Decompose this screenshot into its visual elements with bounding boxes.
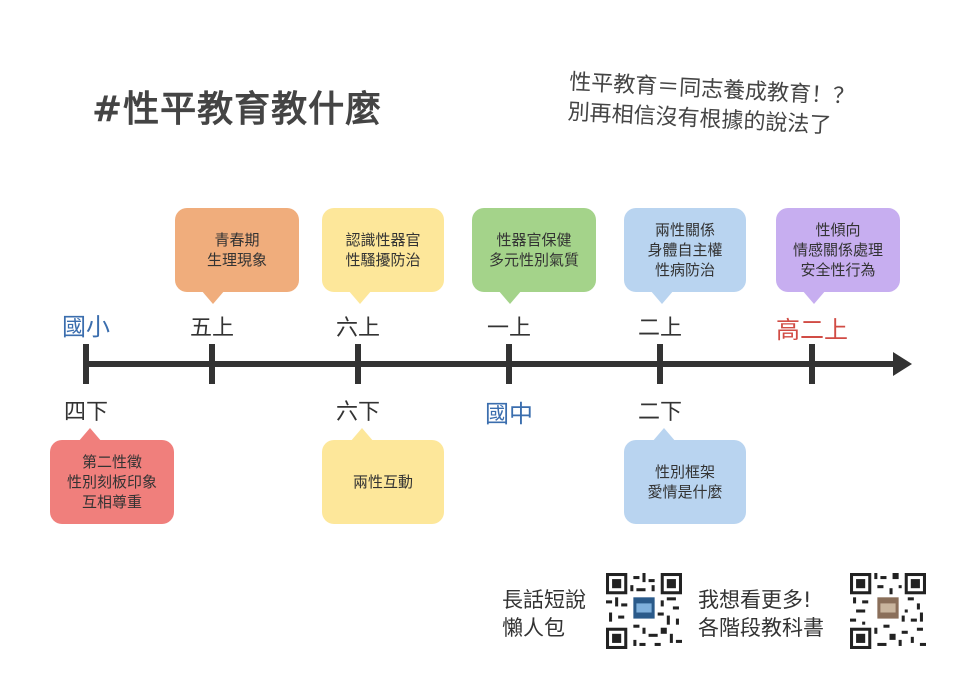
topic-line: 互相尊重 bbox=[81, 493, 142, 511]
summary-line-2: 懶人包 bbox=[502, 616, 565, 640]
summary-link-text: 長話短說 懶人包 bbox=[502, 586, 586, 642]
topic-bubble-7-up: 性器官保健 多元性別氣質 bbox=[472, 208, 596, 304]
summary-qr-code[interactable] bbox=[606, 573, 682, 649]
topic-line: 兩性互動 bbox=[352, 473, 413, 491]
topic-line: 多元性別氣質 bbox=[488, 251, 579, 269]
topic-line: 第二性徵 bbox=[81, 453, 142, 471]
stage-label-8-up: 二上 bbox=[637, 316, 682, 341]
axis-ticks bbox=[83, 344, 815, 384]
stage-label-4-down: 四下 bbox=[63, 400, 108, 425]
topic-line: 兩性關係 bbox=[654, 221, 715, 239]
stage-label-elementary: 國小 bbox=[62, 313, 110, 341]
stage-label-11-up: 高二上 bbox=[776, 316, 848, 344]
topic-line: 生理現象 bbox=[206, 251, 267, 269]
topic-bubble-4-down: 第二性徵 性別刻板印象 互相尊重 bbox=[50, 428, 174, 524]
topic-line: 青春期 bbox=[214, 231, 260, 249]
topic-line: 性別框架 bbox=[654, 463, 715, 481]
topic-bubble-8-up: 兩性關係 身體自主權 性病防治 bbox=[624, 208, 746, 304]
topic-line: 安全性行為 bbox=[800, 261, 876, 279]
topic-bubble-6-down: 兩性互動 bbox=[322, 428, 444, 524]
stage-label-8-down: 二下 bbox=[637, 400, 682, 425]
topic-line: 認識性器官 bbox=[345, 231, 421, 249]
topic-line: 性病防治 bbox=[654, 261, 715, 279]
stage-label-5-up: 五上 bbox=[189, 316, 234, 341]
stage-label-6-down: 六下 bbox=[335, 400, 380, 425]
summary-line-1: 長話短說 bbox=[502, 588, 586, 612]
topic-bubble-5-up: 青春期 生理現象 bbox=[175, 208, 299, 304]
topic-line: 情感關係處理 bbox=[792, 241, 883, 259]
stage-label-junior-high: 國中 bbox=[485, 400, 533, 428]
topic-bubble-6-up: 認識性器官 性騷擾防治 bbox=[322, 208, 444, 304]
textbook-qr-code[interactable] bbox=[850, 573, 926, 649]
topic-line: 性器官保健 bbox=[496, 231, 572, 249]
page-title: #性平教育教什麼 bbox=[92, 89, 383, 130]
stage-label-6-up: 六上 bbox=[335, 316, 380, 341]
stage-label-7-up: 一上 bbox=[486, 316, 531, 341]
topic-line: 性傾向 bbox=[815, 221, 861, 239]
textbook-line-2: 各階段教科書 bbox=[698, 616, 824, 640]
topic-line: 性別刻板印象 bbox=[66, 473, 157, 491]
textbook-link-text: 我想看更多! 各階段教科書 bbox=[698, 586, 824, 642]
topic-line: 身體自主權 bbox=[647, 241, 723, 259]
topic-bubble-11-up: 性傾向 情感關係處理 安全性行為 bbox=[776, 208, 900, 304]
textbook-line-1: 我想看更多! bbox=[698, 588, 812, 612]
topic-line: 愛情是什麼 bbox=[647, 483, 723, 501]
topic-line: 性騷擾防治 bbox=[345, 251, 421, 269]
topic-bubble-8-down: 性別框架 愛情是什麼 bbox=[624, 428, 746, 524]
